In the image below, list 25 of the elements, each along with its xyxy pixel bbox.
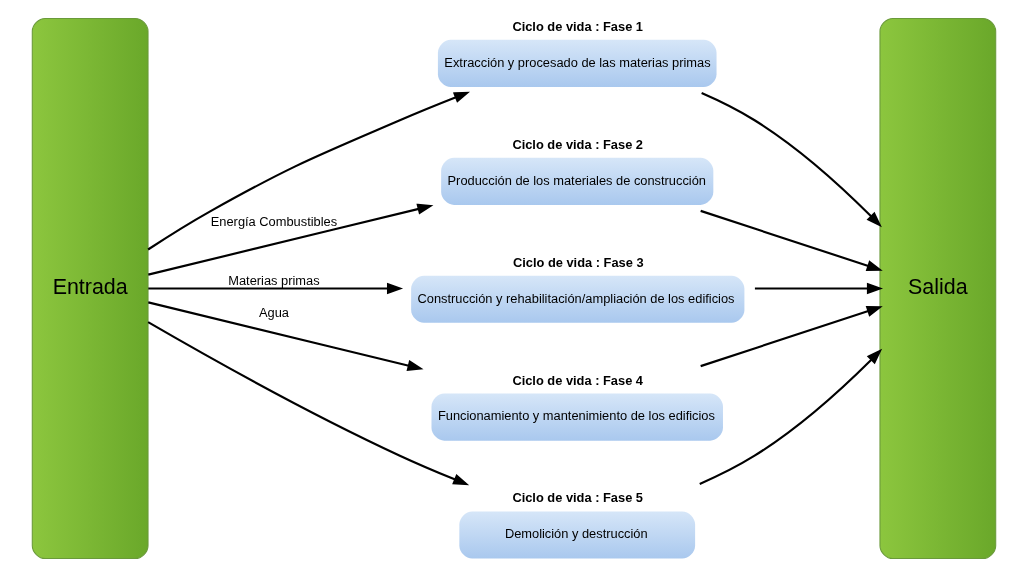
arrow <box>147 282 403 295</box>
arrow <box>699 209 883 272</box>
arrow <box>147 203 433 276</box>
node-label: Ciclo de vida : Fase 1 <box>511 18 643 34</box>
edge-label: Materias primas <box>227 272 320 288</box>
edge-label: Agua <box>258 305 289 321</box>
node-label: Ciclo de vida : Fase 4 <box>511 372 643 388</box>
node-box: Construcción y rehabilitación/ampliación de los edificios <box>410 275 744 323</box>
arrow <box>147 91 470 251</box>
arrow <box>698 348 882 485</box>
node-box: Extracción y procesado de las materias primas <box>437 39 717 88</box>
edge-label: Energía Combustibles <box>210 213 337 229</box>
node-box: Funcionamiento y mantenimiento de los edificios <box>431 393 723 441</box>
arrow <box>699 305 883 368</box>
node-label: Ciclo de vida : Fase 5 <box>511 490 643 506</box>
arrow <box>700 92 882 228</box>
node-box: Demolición y destrucción <box>458 511 695 559</box>
node-label: Ciclo de vida : Fase 3 <box>512 254 644 270</box>
node-label: Ciclo de vida : Fase 2 <box>511 136 643 152</box>
node-box: Entrada <box>31 17 149 560</box>
arrow <box>754 282 883 295</box>
arrow <box>147 321 469 486</box>
arrow <box>147 301 423 371</box>
node-box: Salida <box>878 17 996 560</box>
node-box: Producción de los materiales de construcción <box>440 157 713 205</box>
